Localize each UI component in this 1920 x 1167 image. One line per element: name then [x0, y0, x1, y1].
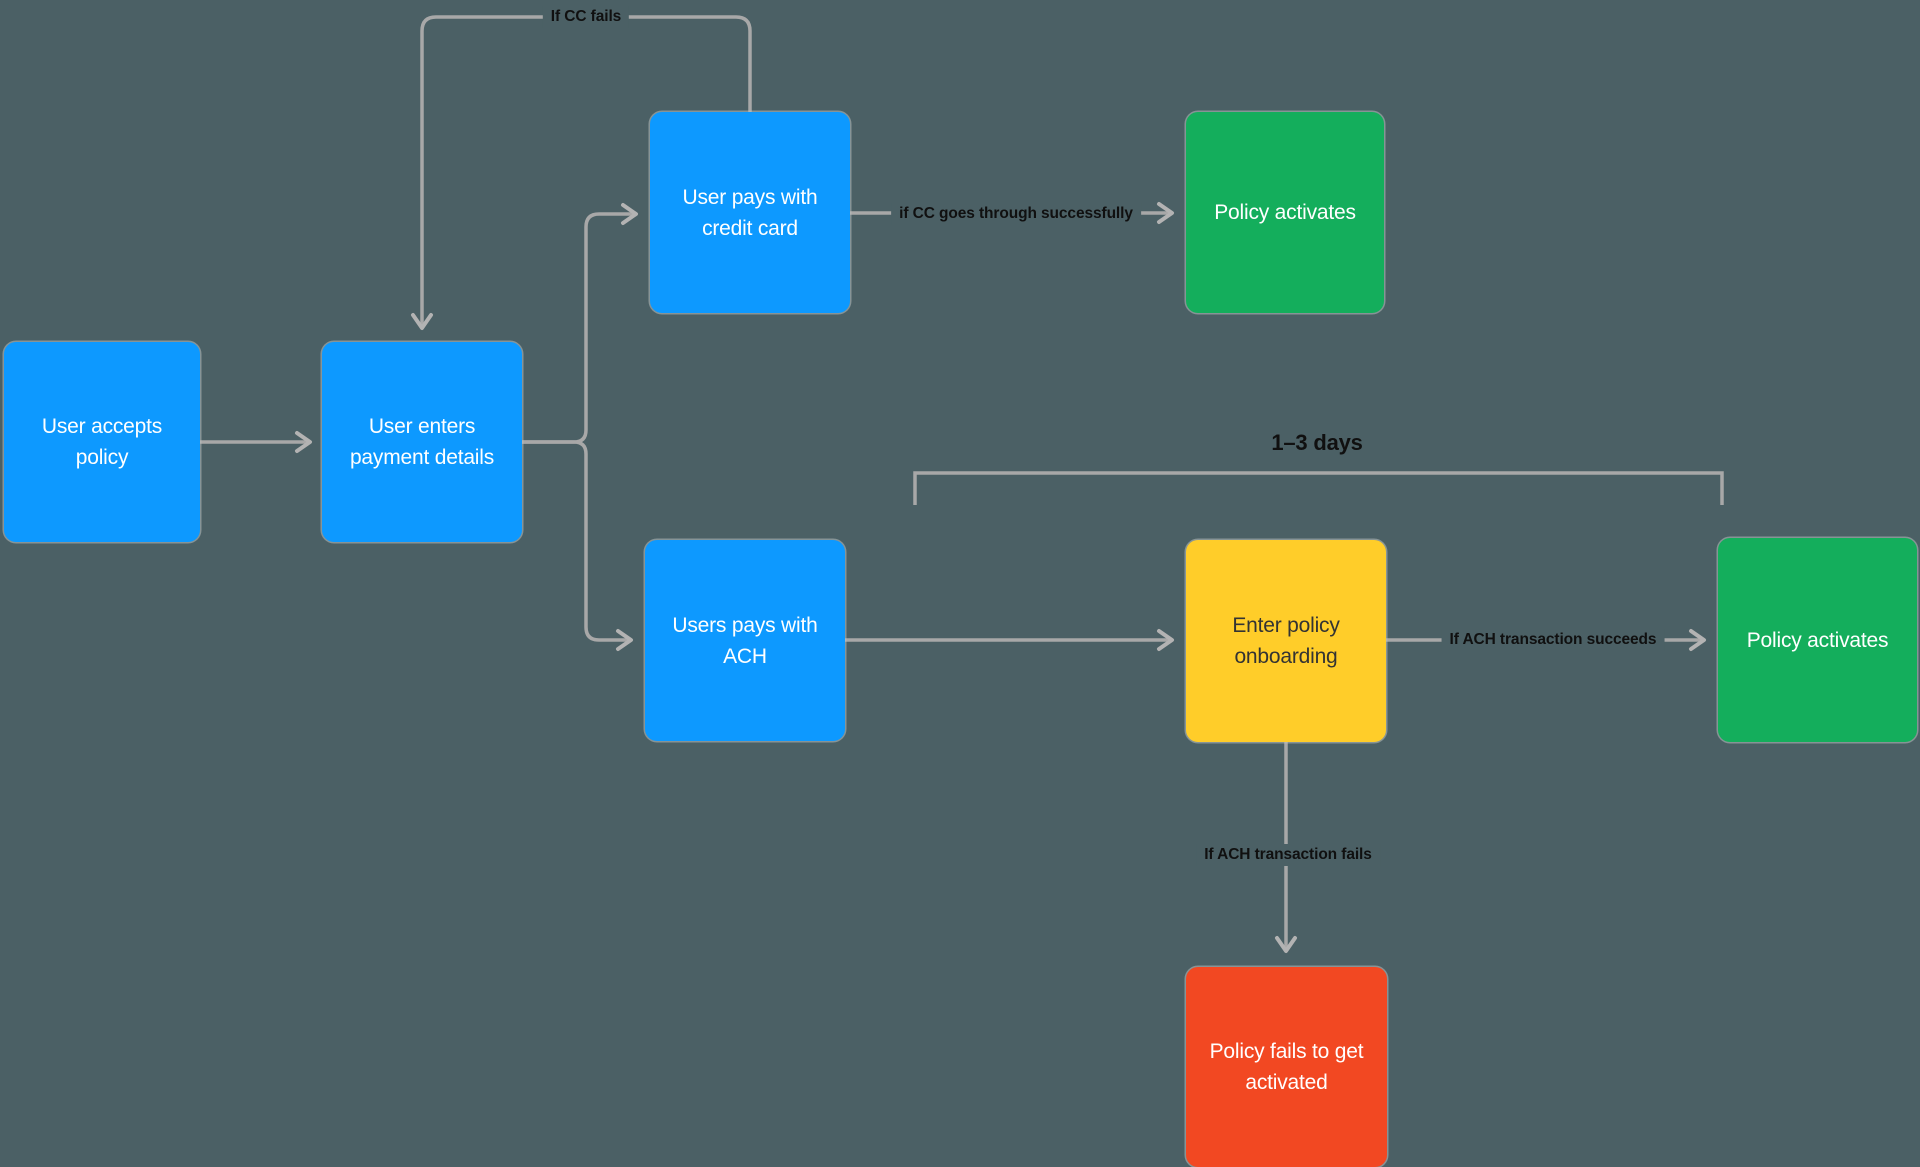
edge-label-cc-success[interactable]: if CC goes through successfully: [891, 203, 1141, 225]
node-user-accepts-policy[interactable]: User accepts policy: [4, 342, 200, 542]
node-policy-fails-activated[interactable]: Policy fails to get activated: [1186, 967, 1387, 1167]
edge-label-if-cc-fails[interactable]: If CC fails: [542, 6, 630, 28]
duration-bracket[interactable]: [913, 471, 1724, 505]
node-policy-activates-ach[interactable]: Policy activates: [1718, 538, 1917, 742]
duration-label[interactable]: 1–3 days: [1271, 430, 1363, 455]
edge-enters-to-credit-card[interactable]: [522, 203, 638, 444]
edge-label-ach-succeeds[interactable]: If ACH transaction succeeds: [1441, 629, 1665, 651]
node-users-pays-ach[interactable]: Users pays with ACH: [645, 540, 845, 741]
edge-enters-to-ach[interactable]: [522, 440, 633, 651]
node-user-pays-credit-card[interactable]: User pays with credit card: [650, 112, 850, 313]
node-enter-policy-onboarding[interactable]: Enter policy onboarding: [1186, 540, 1386, 742]
node-policy-activates-cc[interactable]: Policy activates: [1186, 112, 1384, 313]
node-user-enters-payment-details[interactable]: User enters payment details: [322, 342, 522, 542]
edge-label-ach-fails[interactable]: If ACH transaction fails: [1196, 844, 1380, 866]
